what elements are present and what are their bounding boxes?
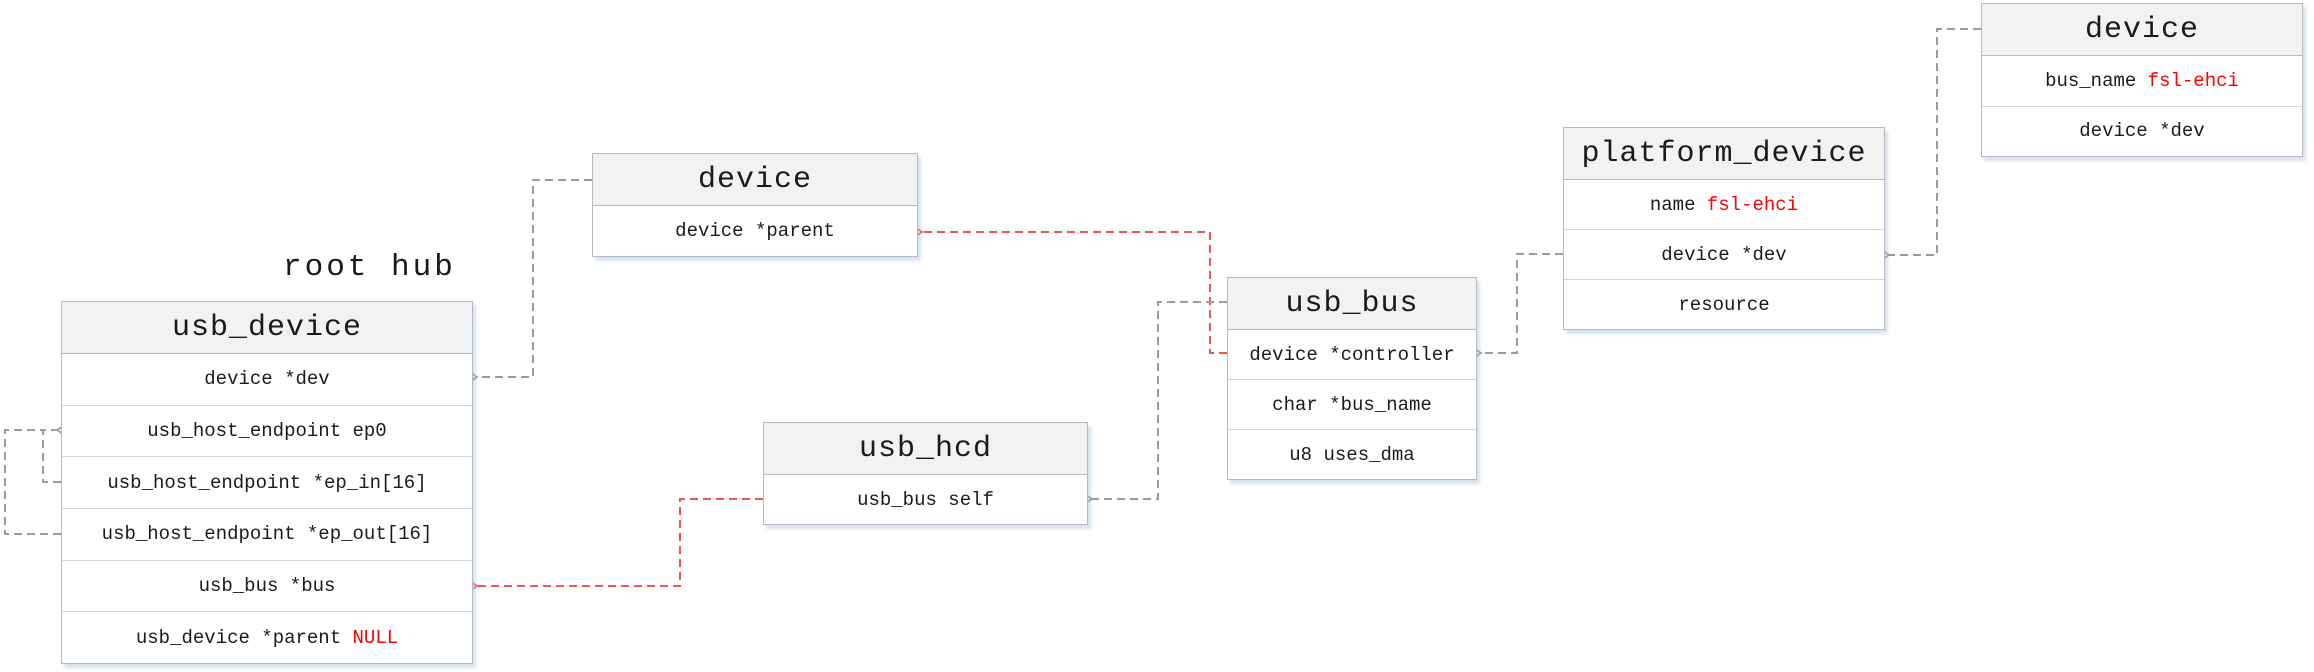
field-text: char *bus_name <box>1272 393 1432 416</box>
field-text: device *dev <box>1661 243 1787 266</box>
struct-field-bus-name: char *bus_name <box>1228 380 1476 430</box>
struct-field-bus-name: bus_name fsl-ehci <box>1982 56 2302 107</box>
connector-ep-in-to-ep0 <box>42 423 67 483</box>
field-text: usb_host_endpoint ep0 <box>147 420 387 442</box>
field-text: device *dev <box>2079 120 2205 143</box>
field-text: bus_name <box>2045 69 2148 92</box>
struct-field-dev: device *dev <box>1564 230 1884 280</box>
field-highlight: NULL <box>352 626 399 649</box>
connector-usbbus-to-usbhcd-self <box>1082 301 1227 506</box>
connector-usbhcd-self-to-usbdevice-bus <box>467 498 763 593</box>
struct-field-parent: usb_device *parent NULL <box>62 612 472 664</box>
field-text: name <box>1649 193 1707 216</box>
struct-field-ep0: usb_host_endpoint ep0 <box>62 405 472 458</box>
connector-ep-out-to-ep0 <box>4 429 61 535</box>
struct-box-usb-bus: usb_bus device *controller char *bus_nam… <box>1227 277 1477 480</box>
connector-usbbus-controller-to-device-parent <box>912 225 1227 354</box>
field-highlight: fsl-ehci <box>2147 69 2239 92</box>
struct-field-dev: device *dev <box>1982 106 2302 156</box>
struct-field-parent: device *parent <box>593 206 917 256</box>
field-text: u8 uses_dma <box>1289 443 1415 466</box>
field-highlight: fsl-ehci <box>1706 193 1799 216</box>
struct-title: device <box>593 154 917 206</box>
struct-field-dev: device *dev <box>62 354 472 406</box>
struct-title: device <box>1982 4 2302 56</box>
struct-title: usb_hcd <box>764 423 1087 475</box>
field-text: device *dev <box>204 368 330 391</box>
field-text: usb_host_endpoint *ep_out[16] <box>101 523 433 546</box>
struct-box-device-left: device device *parent <box>592 153 918 257</box>
root-hub-label: root hub <box>283 250 456 285</box>
field-text: usb_host_endpoint *ep_in[16] <box>107 471 427 494</box>
struct-title: usb_bus <box>1228 278 1476 330</box>
struct-field-bus: usb_bus *bus <box>62 560 472 613</box>
struct-field-controller: device *controller <box>1228 330 1476 380</box>
struct-title: platform_device <box>1564 128 1884 180</box>
struct-title: usb_device <box>62 302 472 354</box>
connector-platformdevice-dev-to-usbbus-controller <box>1471 253 1563 360</box>
struct-box-usb-hcd: usb_hcd usb_bus self <box>763 422 1088 525</box>
field-text: usb_bus *bus <box>198 575 336 598</box>
struct-field-ep-in: usb_host_endpoint *ep_in[16] <box>62 457 472 510</box>
connector-device-to-platformdevice-dev <box>1879 28 1981 262</box>
field-text: device *parent <box>675 220 835 242</box>
field-text: device *controller <box>1249 343 1455 366</box>
struct-box-device-right: device bus_name fsl-ehci device *dev <box>1981 3 2303 157</box>
field-text: usb_bus self <box>857 488 994 511</box>
struct-box-usb-device: usb_device device *dev usb_host_endpoint… <box>61 301 473 664</box>
connector-usbdevice-dev-to-device <box>467 179 592 384</box>
struct-field-uses-dma: u8 uses_dma <box>1228 430 1476 479</box>
struct-field-self: usb_bus self <box>764 475 1087 524</box>
struct-field-ep-out: usb_host_endpoint *ep_out[16] <box>62 509 472 561</box>
struct-field-resource: resource <box>1564 280 1884 329</box>
struct-field-name: name fsl-ehci <box>1564 180 1884 230</box>
struct-box-platform-device: platform_device name fsl-ehci device *de… <box>1563 127 1885 330</box>
field-text: resource <box>1678 293 1770 316</box>
field-text: usb_device *parent <box>135 626 353 649</box>
